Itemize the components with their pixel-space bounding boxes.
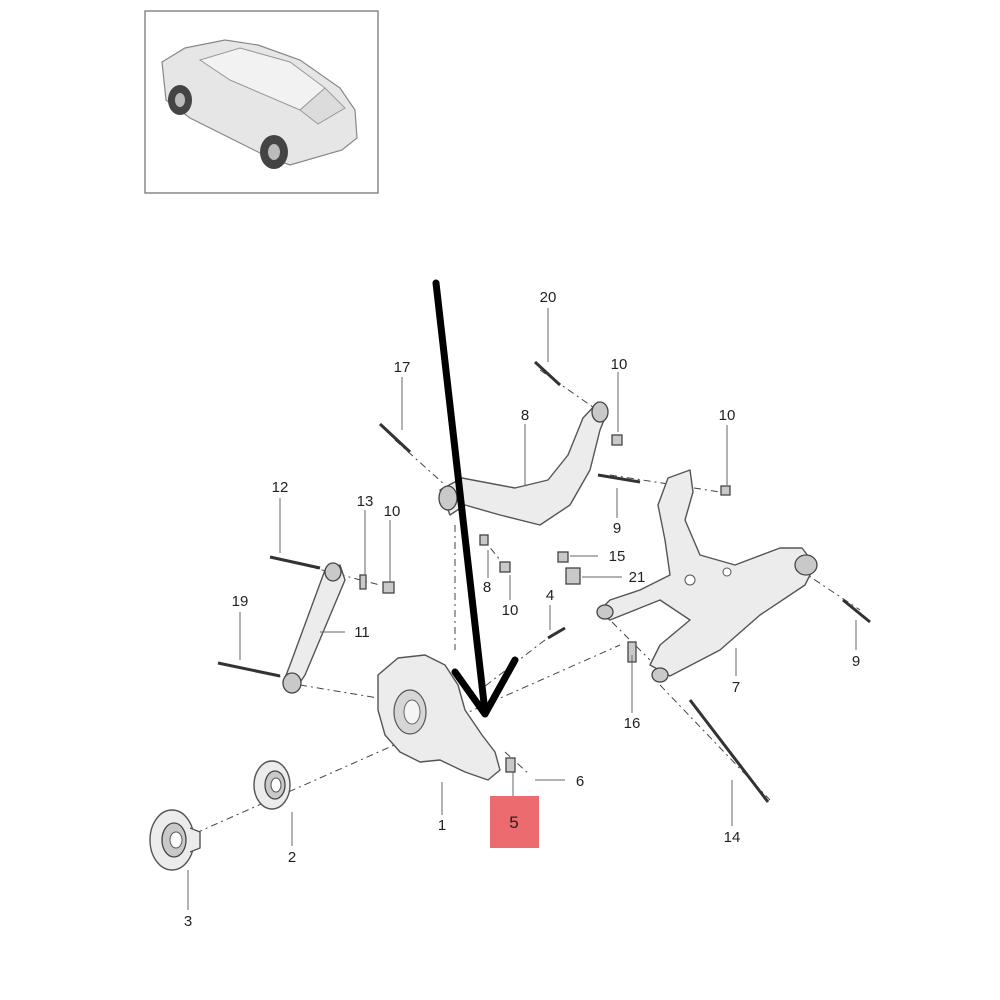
nut-10d (499, 561, 511, 573)
nut-10a (611, 434, 623, 446)
toe-link-bushing-top (324, 562, 342, 582)
upper-arm-bushing-outer (591, 401, 609, 423)
bolt-9b (842, 598, 871, 624)
lower-arm-bushing-outer (651, 667, 669, 683)
callout-20: 20 (540, 289, 557, 306)
callout-2: 2 (288, 849, 296, 866)
callout-11: 11 (354, 624, 370, 641)
wheel-hub (149, 809, 201, 871)
callout-1: 1 (438, 817, 446, 834)
bolt-19 (217, 661, 281, 678)
callout-labels: 20 17 10 8 10 9 12 13 10 8 10 15 21 4 11… (184, 289, 860, 930)
lower-arm-eye (684, 574, 696, 586)
callout-15: 15 (609, 548, 626, 565)
bolt-14 (688, 699, 770, 803)
bolts (217, 360, 871, 803)
leader-lines (187, 308, 857, 910)
callout-8-lower: 8 (483, 579, 491, 596)
wheel-carrier-bore-inner (403, 699, 421, 725)
callout-13: 13 (357, 493, 374, 510)
nut-10c (382, 581, 395, 594)
toe-link-bushing-bottom (282, 672, 302, 694)
callout-9-top: 9 (613, 520, 621, 537)
bolt-12 (269, 555, 321, 570)
bolt-8b (479, 534, 489, 546)
pointer-arrow (432, 279, 519, 718)
callout-8: 8 (521, 407, 529, 424)
callout-19: 19 (232, 593, 249, 610)
car-silhouette-icon (161, 39, 358, 169)
bolt-9a (597, 473, 641, 484)
callout-17: 17 (394, 359, 411, 376)
vehicle-thumbnail (144, 10, 379, 194)
callout-10-left: 10 (384, 503, 401, 520)
bolt-20 (533, 360, 562, 387)
callout-10-right: 10 (719, 407, 736, 424)
callout-5: 5 (509, 813, 518, 832)
callout-10-top: 10 (611, 356, 628, 373)
wheel-carrier (377, 654, 501, 781)
lower-arm-bushing-front (596, 604, 614, 620)
callout-9-right: 9 (852, 653, 860, 670)
callout-3: 3 (184, 913, 192, 930)
highlight-box (490, 796, 539, 848)
bushing-21 (565, 567, 581, 585)
wheel-bearing (253, 760, 291, 810)
callout-14: 14 (724, 829, 741, 846)
callout-4: 4 (546, 587, 554, 604)
lower-arm-eye-2 (722, 567, 732, 577)
callout-16: 16 (624, 715, 641, 732)
nut-10b (720, 485, 731, 496)
callout-10-lower: 10 (502, 602, 519, 619)
bolt-15 (557, 551, 569, 563)
washer-13 (359, 574, 367, 590)
bolt-5 (505, 757, 516, 773)
toe-link (282, 564, 346, 691)
callout-6: 6 (576, 773, 584, 790)
callout-12: 12 (272, 479, 289, 496)
bolt-4 (547, 626, 566, 640)
callout-21: 21 (629, 569, 646, 586)
bolt-17 (378, 422, 412, 454)
upper-arm-bushing-inner (438, 485, 458, 511)
callout-7: 7 (732, 679, 740, 696)
lower-arm-bushing-rear (794, 554, 818, 576)
